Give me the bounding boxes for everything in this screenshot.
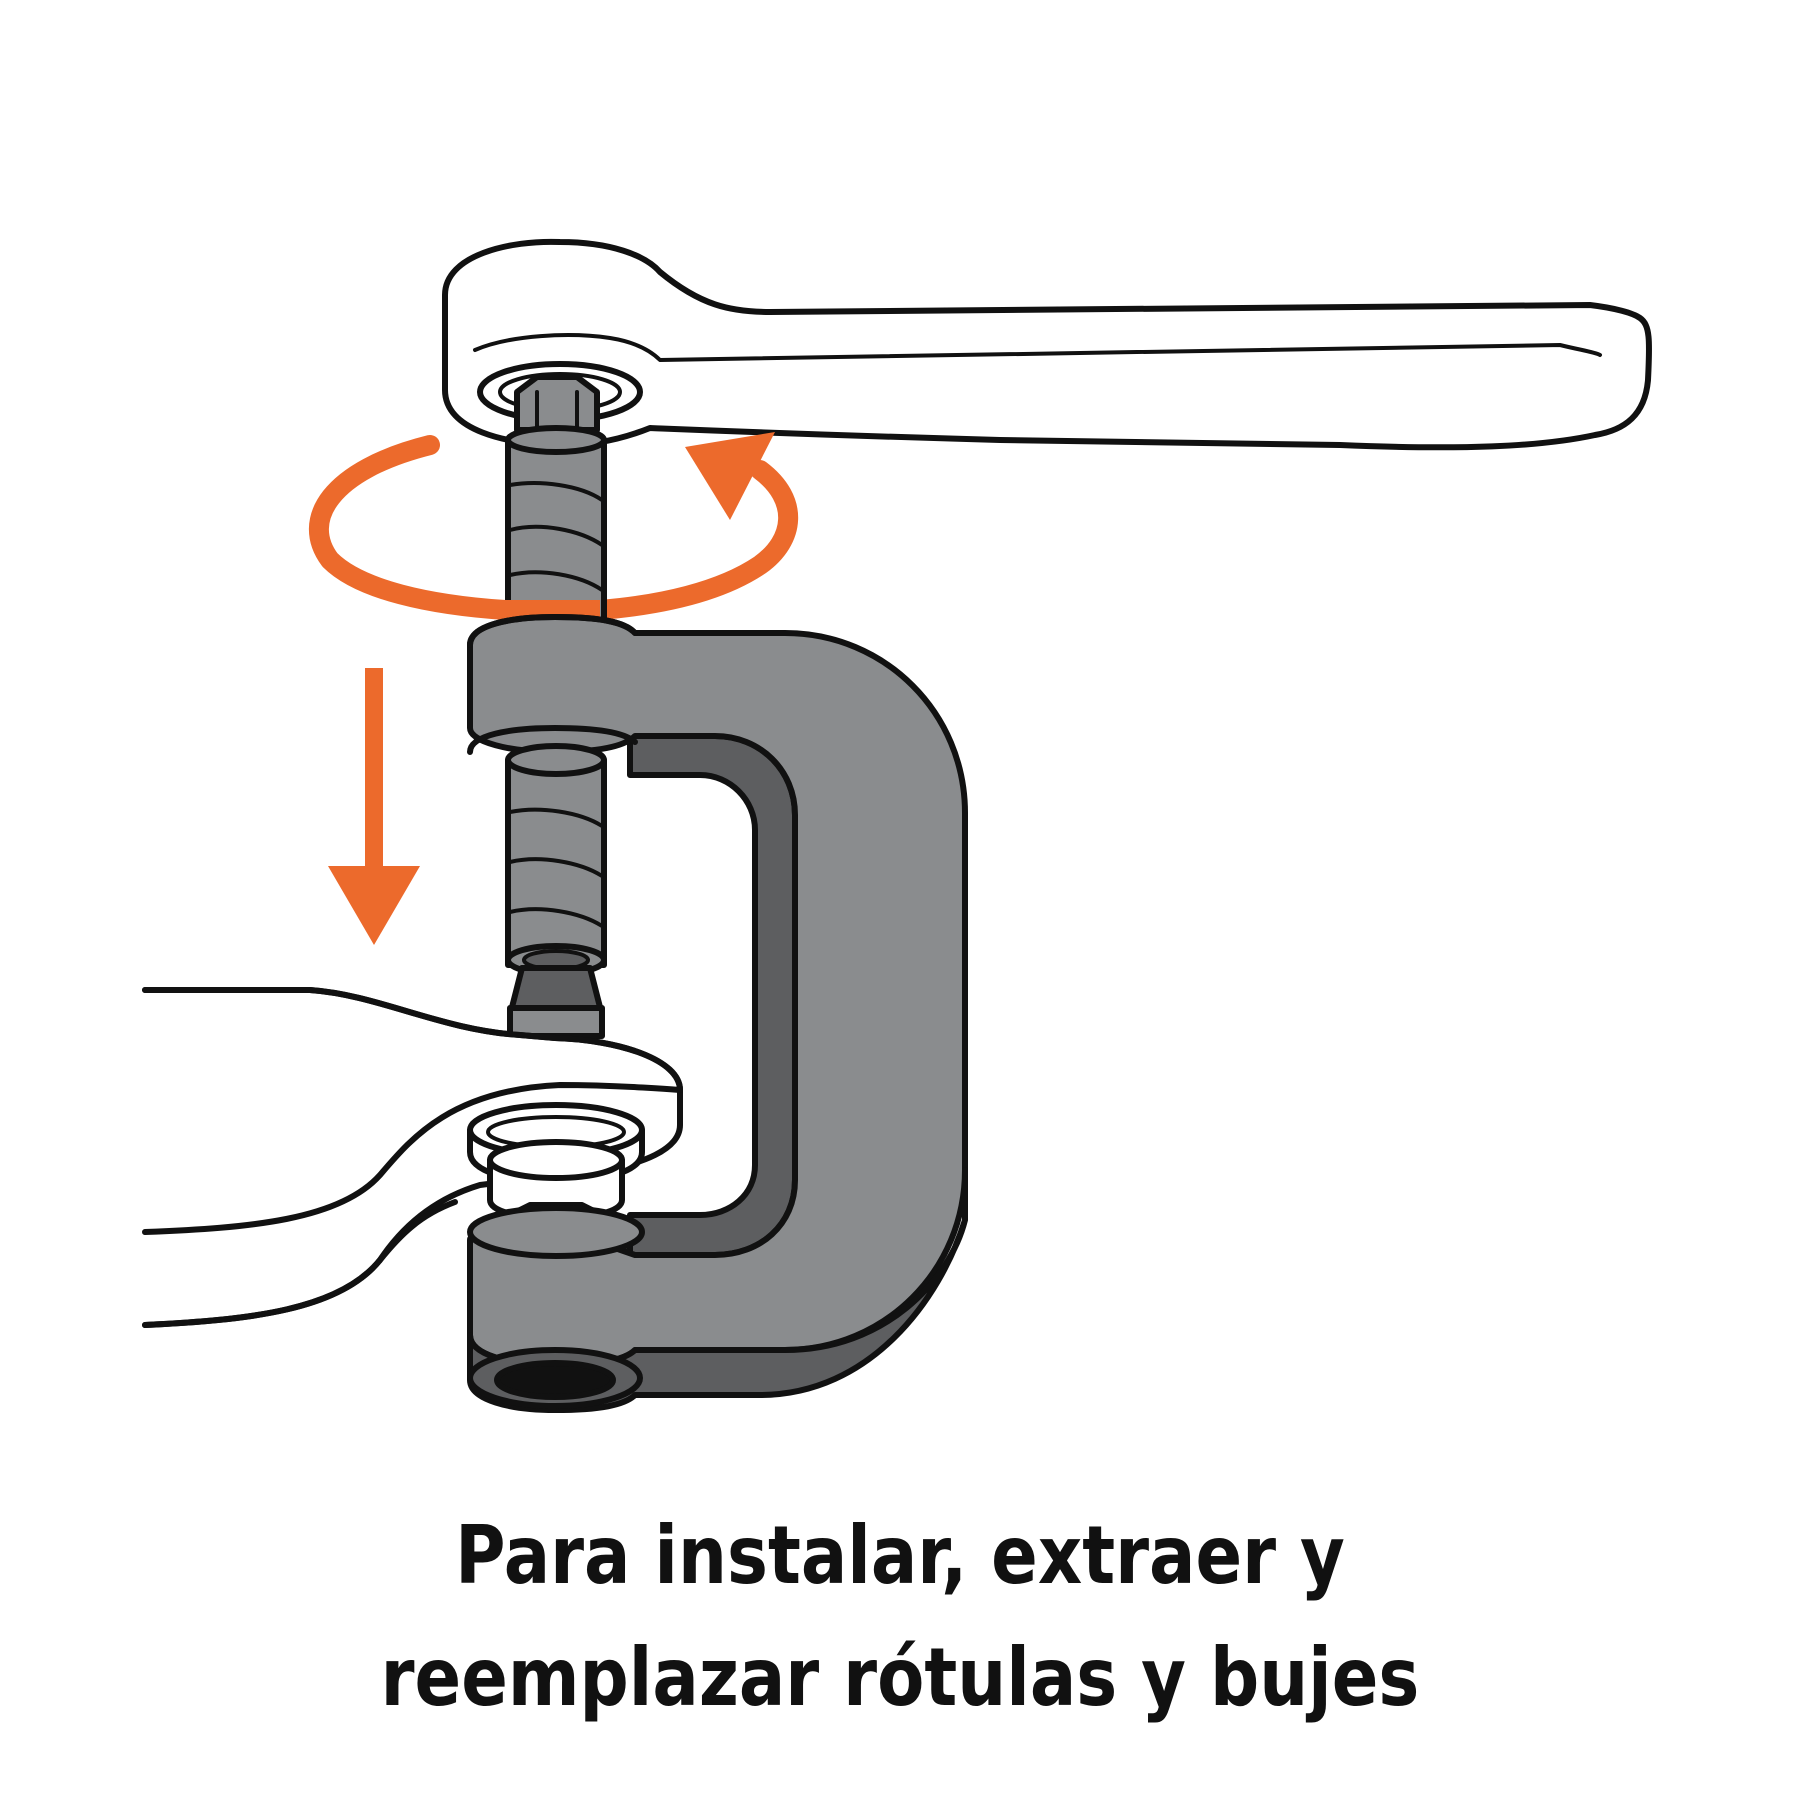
hex-drive-nut xyxy=(514,374,600,433)
down-arrow-icon xyxy=(328,668,420,945)
ratchet-wrench-icon xyxy=(442,238,1653,451)
rotation-arrow-icon xyxy=(505,432,775,620)
ball-joint-icon xyxy=(467,1102,645,1259)
ball-joint-press-illustration xyxy=(142,238,1653,1413)
forcing-screw-lower xyxy=(505,743,607,1039)
caption-line-1: Para instalar, extraer y xyxy=(455,1509,1345,1602)
suspension-arm-icon xyxy=(142,987,683,1328)
c-clamp-press-icon xyxy=(467,614,968,1413)
caption-line-2: reemplazar rótulas y bujes xyxy=(380,1631,1420,1724)
caption: Para instalar, extraer y reemplazar rótu… xyxy=(0,1495,1800,1739)
rotation-arrow-back xyxy=(308,435,799,620)
forcing-screw-upper xyxy=(505,425,607,633)
